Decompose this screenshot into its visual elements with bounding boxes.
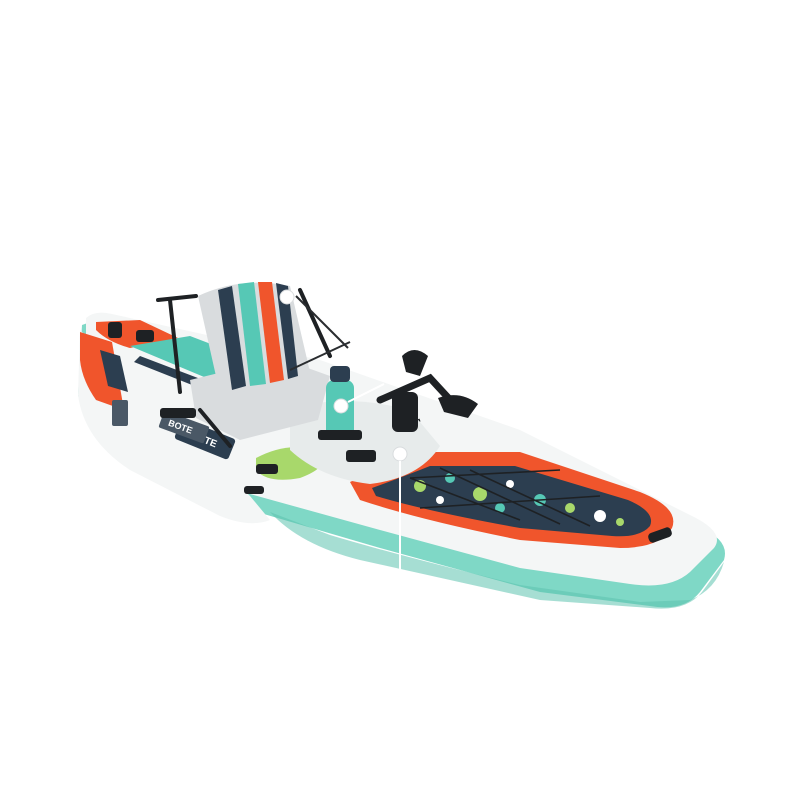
left-orange-panel: [80, 332, 124, 410]
callout-markers: [279, 289, 408, 584]
pedal-left: [402, 350, 428, 376]
bottle-holder: [318, 430, 362, 440]
rod-holder-base: [346, 450, 376, 462]
kayak-seat: [156, 282, 351, 448]
pedal-crank: [392, 392, 418, 432]
side-badge: [112, 400, 128, 426]
rear-rail-mount: [136, 330, 154, 342]
callout-deck: [392, 446, 408, 584]
board-rail-shadow: [270, 512, 724, 609]
bungee-cords: [409, 467, 601, 527]
rear-mount-2: [108, 322, 122, 338]
rear-mount-1: [160, 408, 196, 418]
side-fin-box: [256, 464, 278, 474]
pedal-right: [438, 395, 478, 418]
callout-bottle: [333, 383, 385, 414]
side-handle: [244, 486, 264, 494]
bottle-cap: [330, 366, 350, 382]
nose-handle: [648, 527, 672, 543]
left-navy-panel: [100, 350, 128, 392]
seat-straps: [289, 295, 351, 371]
deck-logo-plate: [158, 410, 210, 444]
callout-seat: [279, 289, 295, 305]
pedal-drive: [108, 322, 478, 474]
left-side-panel: BOTE: [80, 332, 264, 494]
seat-frame: [156, 288, 332, 448]
